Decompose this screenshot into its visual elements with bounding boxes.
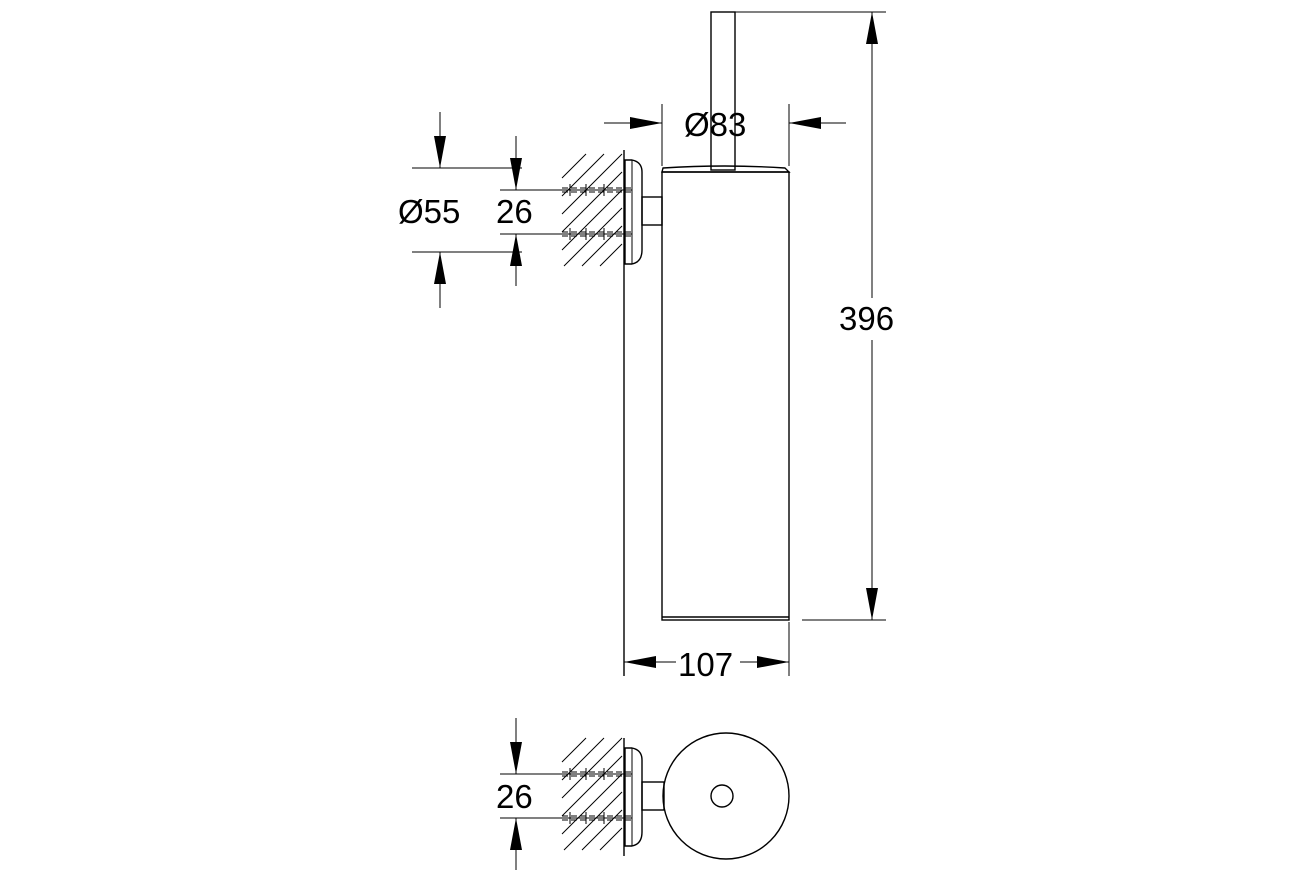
top-wall-hatching [561, 737, 623, 851]
dim-top-view-offset-label: 26 [496, 778, 533, 815]
fixing-screws [562, 184, 632, 240]
top-fixing-screws [562, 768, 632, 824]
dim-top-diameter-label: Ø83 [684, 106, 746, 143]
brush-handle [710, 11, 736, 171]
wall-flange [624, 159, 643, 265]
dim-flange-diameter-label: Ø55 [398, 193, 460, 230]
wall-hatching [561, 153, 623, 267]
dim-flange-offset: 26 [496, 136, 632, 286]
dim-depth: 107 [624, 622, 790, 683]
brush-hole [710, 784, 734, 808]
dim-flange-offset-label: 26 [496, 193, 533, 230]
dim-top-diameter: Ø83 [604, 104, 846, 166]
holder-lid [661, 165, 791, 173]
top-connector-arm [641, 781, 665, 811]
connector-arm [641, 196, 663, 226]
dim-total-height: 396 [735, 11, 910, 621]
side-view: Ø83 Ø55 26 [398, 11, 910, 683]
dim-top-view-offset: 26 [496, 718, 632, 870]
dim-flange-diameter: Ø55 [398, 112, 522, 308]
top-view: 26 [496, 718, 790, 870]
holder-top-circle [662, 732, 790, 860]
top-wall-flange [624, 747, 643, 847]
dim-total-height-label: 396 [839, 300, 894, 337]
dim-depth-label: 107 [678, 646, 733, 683]
holder-body [661, 171, 790, 621]
